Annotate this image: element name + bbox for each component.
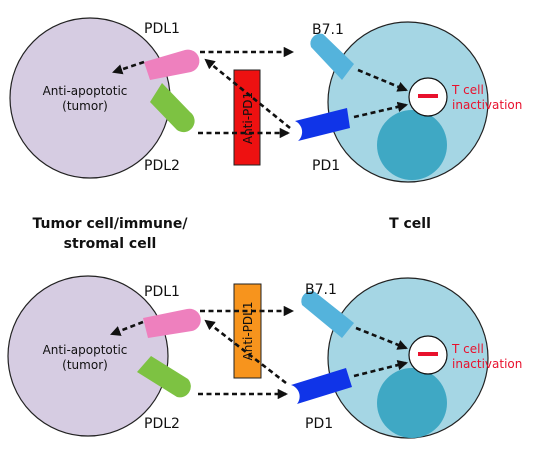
pd1-receptor — [291, 368, 352, 404]
t-cell-inactivation-line2: inactivation — [452, 357, 522, 371]
t-cell-inactivation-line1: T cell — [451, 83, 484, 97]
pdl1-label: PDL1 — [144, 21, 180, 37]
pd1-receptor — [295, 108, 350, 141]
arrow-pdl1-anti-apoptotic — [112, 60, 145, 75]
anti-apoptotic-label: Anti-apoptotic — [43, 343, 128, 357]
pdl2-receptor — [137, 356, 191, 398]
arrow-pd1-to-inhibition — [353, 359, 409, 378]
drug-box — [233, 69, 261, 166]
tumor-cell — [9, 17, 171, 179]
pd1-label: PD1 — [305, 416, 333, 432]
b71-receptor — [310, 33, 354, 80]
drug-label: Anti-PD1 — [241, 92, 255, 144]
pdl2-label: PDL2 — [144, 416, 180, 432]
arrow-pdl1-anti-apoptotic — [110, 320, 144, 336]
tumor-cell-heading-line1: Tumor cell/immune/ — [33, 216, 189, 232]
pdl2-receptor — [150, 83, 195, 133]
t-cell-nucleus — [377, 110, 447, 180]
b71-label: B7.1 — [305, 282, 337, 298]
t-cell-heading: T cell — [389, 216, 431, 232]
pdl1-receptor — [144, 49, 200, 80]
t-cell-inactivation-line2: inactivation — [452, 98, 522, 112]
tumor-label: (tumor) — [62, 99, 108, 113]
drug-box — [233, 283, 262, 379]
arrow-pd1-to-pdl1 — [204, 58, 291, 130]
t-cell-inactivation-line1: T cell — [451, 342, 484, 356]
panel-anti-pd1: Anti-PD1 PDL1 PDL2 B7.1 PD1 Anti-apoptot… — [9, 17, 522, 183]
minus-icon — [418, 94, 438, 98]
tumor-cell-heading-line2: stromal cell — [64, 236, 157, 252]
b71-label: B7.1 — [312, 22, 344, 38]
tumor-label: (tumor) — [62, 358, 108, 372]
panel-anti-pdl1: Anti-PDL1 PDL1 PDL2 B7.1 PD1 Anti-apopto… — [7, 275, 522, 439]
b71-receptor — [301, 291, 354, 338]
arrow-pd1-to-inhibition — [353, 101, 409, 119]
pdl1-label: PDL1 — [144, 284, 180, 300]
anti-apoptotic-label: Anti-apoptotic — [43, 84, 128, 98]
pd1-label: PD1 — [312, 158, 340, 174]
minus-icon — [418, 352, 438, 356]
drug-label: Anti-PDL1 — [241, 302, 255, 361]
arrow-b71-to-inhibition — [355, 326, 408, 350]
arrow-b71-to-inhibition — [357, 68, 408, 92]
t-cell — [327, 277, 489, 439]
pdl1-receptor — [143, 308, 201, 338]
tumor-cell — [7, 275, 169, 437]
t-cell-nucleus — [377, 368, 447, 438]
pdl2-label: PDL2 — [144, 158, 180, 174]
